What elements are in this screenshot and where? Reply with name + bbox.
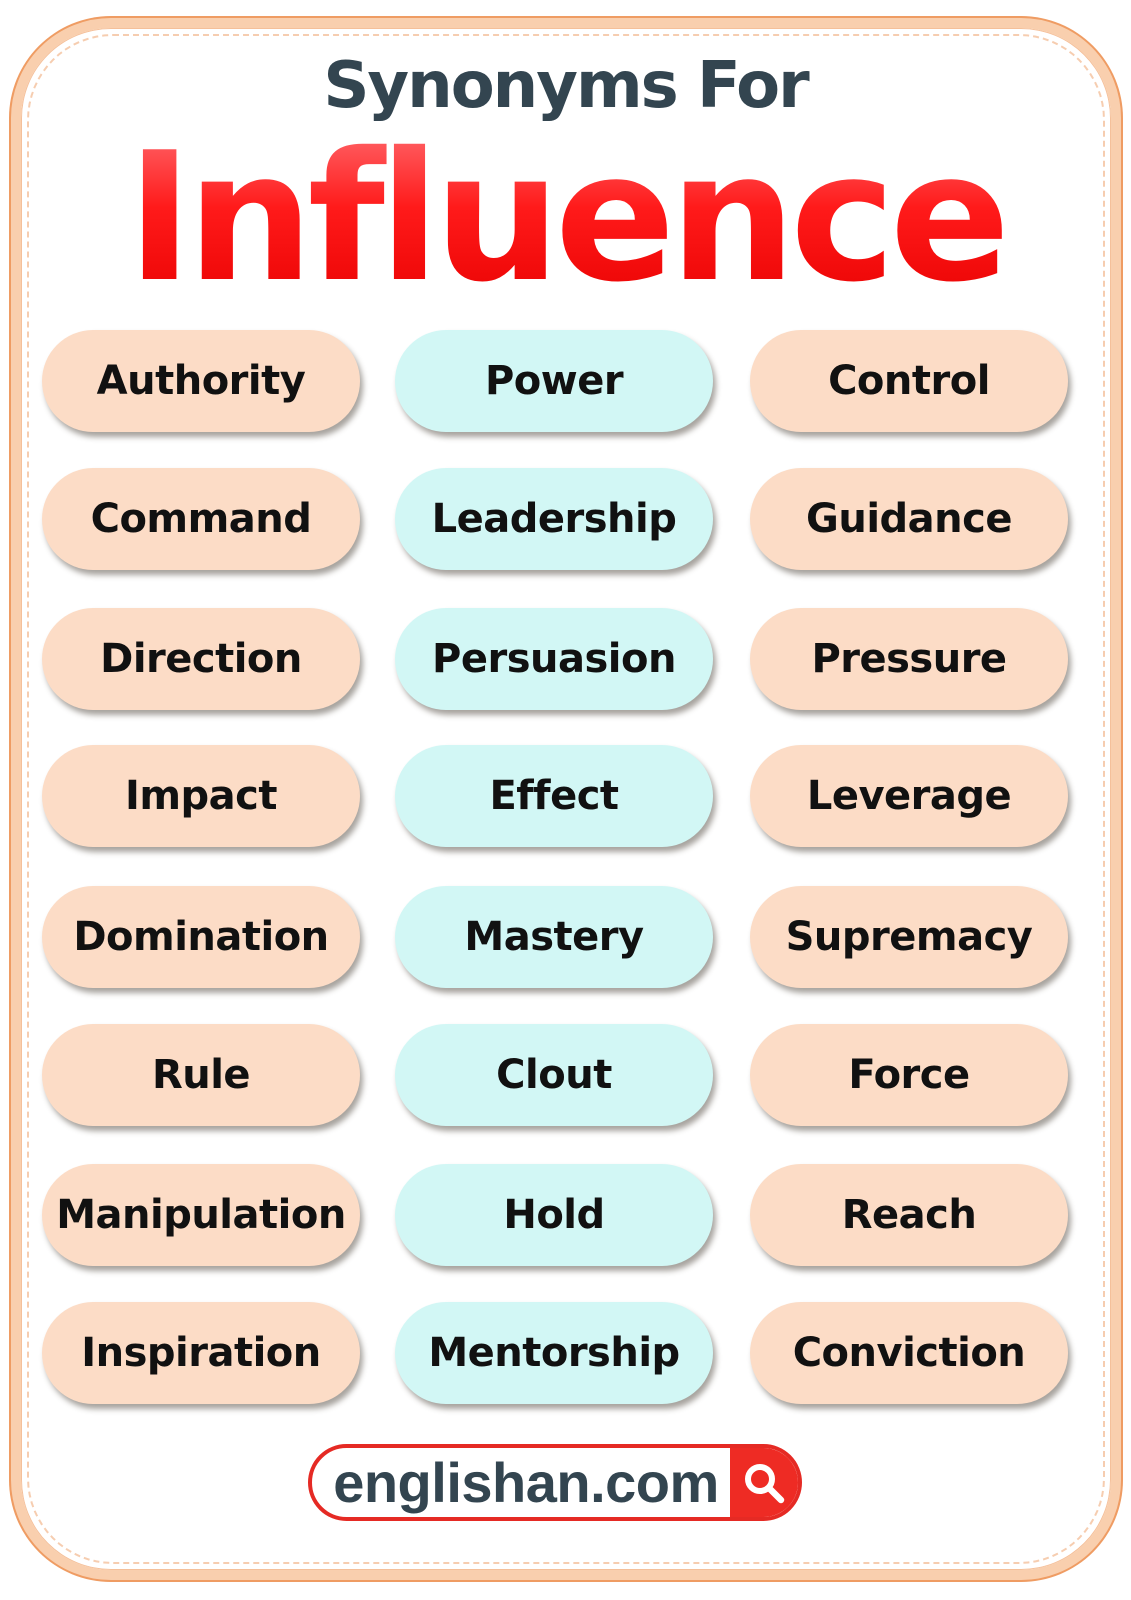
- synonym-label: Persuasion: [432, 636, 676, 682]
- synonym-pill: Hold: [395, 1164, 713, 1266]
- synonym-label: Leverage: [806, 773, 1012, 819]
- synonym-pill: Reach: [750, 1164, 1068, 1266]
- synonym-pill: Direction: [42, 608, 360, 710]
- synonym-label: Power: [484, 358, 624, 404]
- synonym-label: Impact: [124, 773, 278, 819]
- page-title: Influence: [0, 118, 1131, 318]
- search-icon: [745, 1463, 785, 1503]
- synonym-label: Direction: [100, 636, 302, 682]
- synonym-pill: Manipulation: [42, 1164, 360, 1266]
- synonym-pill: Clout: [395, 1024, 713, 1126]
- synonym-pill: Control: [750, 330, 1068, 432]
- synonym-label: Inspiration: [81, 1330, 321, 1376]
- synonym-label: Conviction: [792, 1330, 1026, 1376]
- synonym-label: Effect: [489, 773, 619, 819]
- card-dashed-border: [27, 34, 1105, 1564]
- synonym-label: Mentorship: [428, 1330, 680, 1376]
- synonym-label: Force: [848, 1052, 970, 1098]
- synonym-pill: Leverage: [750, 745, 1068, 847]
- synonym-label: Guidance: [806, 496, 1012, 542]
- synonym-pill: Authority: [42, 330, 360, 432]
- synonym-label: Leadership: [431, 496, 677, 542]
- synonym-label: Mastery: [464, 914, 644, 960]
- synonym-pill: Rule: [42, 1024, 360, 1126]
- synonym-pill: Inspiration: [42, 1302, 360, 1404]
- synonym-label: Manipulation: [56, 1192, 346, 1238]
- synonym-pill: Mastery: [395, 886, 713, 988]
- synonym-label: Domination: [73, 914, 329, 960]
- synonym-label: Command: [90, 496, 312, 542]
- synonym-pill: Domination: [42, 886, 360, 988]
- synonym-label: Pressure: [811, 636, 1007, 682]
- synonym-label: Reach: [841, 1192, 977, 1238]
- synonym-label: Rule: [151, 1052, 251, 1098]
- synonym-pill: Conviction: [750, 1302, 1068, 1404]
- synonym-label: Hold: [503, 1192, 605, 1238]
- synonym-label: Clout: [496, 1052, 612, 1098]
- synonym-pill: Persuasion: [395, 608, 713, 710]
- website-search-bar[interactable]: englishan.com: [308, 1444, 802, 1521]
- synonym-pill: Pressure: [750, 608, 1068, 710]
- synonym-pill: Impact: [42, 745, 360, 847]
- synonym-pill: Power: [395, 330, 713, 432]
- synonym-pill: Force: [750, 1024, 1068, 1126]
- synonym-pill: Command: [42, 468, 360, 570]
- synonym-pill: Guidance: [750, 468, 1068, 570]
- search-button[interactable]: [730, 1448, 798, 1517]
- synonym-pill: Effect: [395, 745, 713, 847]
- synonym-label: Supremacy: [785, 914, 1033, 960]
- synonym-pill: Leadership: [395, 468, 713, 570]
- page-subtitle: Synonyms For: [323, 49, 809, 123]
- synonym-pill: Mentorship: [395, 1302, 713, 1404]
- synonym-label: Control: [828, 358, 990, 404]
- synonym-label: Authority: [96, 358, 306, 404]
- website-url: englishan.com: [333, 1451, 719, 1514]
- synonym-pill: Supremacy: [750, 886, 1068, 988]
